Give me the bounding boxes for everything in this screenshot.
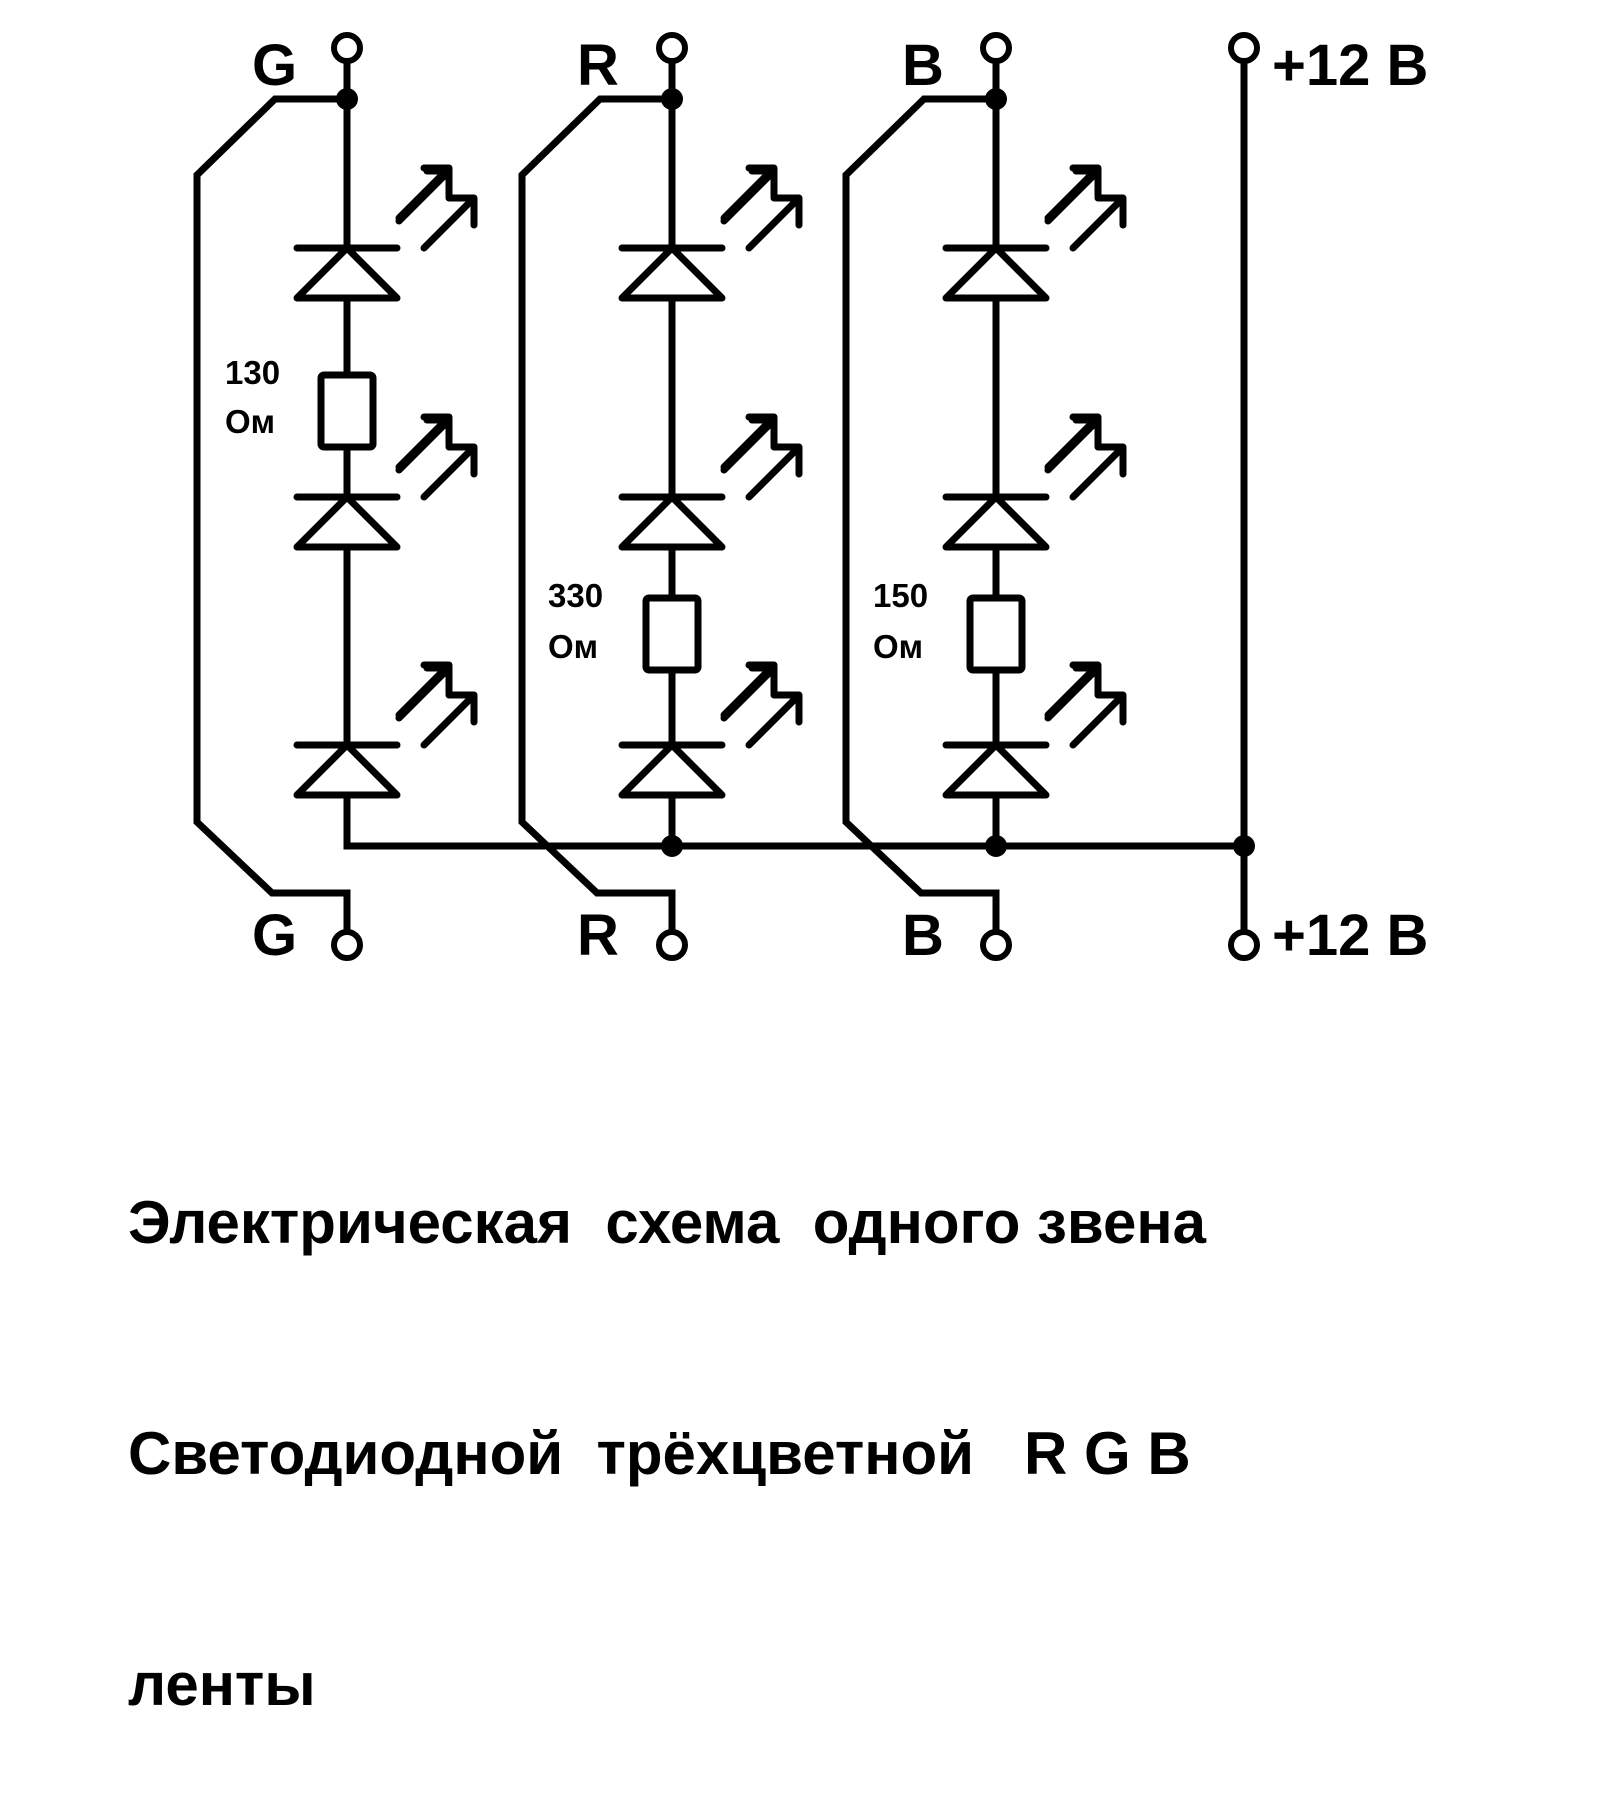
resistor-unit-r: Ом xyxy=(548,628,598,665)
resistor-g xyxy=(317,371,377,451)
wires xyxy=(193,57,1248,936)
terminal-label-b-bottom: B xyxy=(902,903,944,968)
led-r-3 xyxy=(618,661,803,799)
terminal-label-power-top: +12 В xyxy=(1272,33,1428,98)
junction-r-top xyxy=(661,88,683,110)
led-triangle xyxy=(618,741,726,799)
led-g-2 xyxy=(293,413,478,551)
led-triangle xyxy=(293,244,401,302)
terminal-label-power-bottom: +12 В xyxy=(1272,903,1428,968)
light-arrow-2 xyxy=(745,443,803,501)
light-arrow-2 xyxy=(1069,443,1127,501)
terminal-b-bottom xyxy=(980,929,1012,961)
bypass-wire-r xyxy=(518,95,676,936)
bypass-wire-g xyxy=(193,95,351,936)
led-triangle xyxy=(293,493,401,551)
junction-g-top xyxy=(336,88,358,110)
diagram-caption: Электрическая схема одного звена Светоди… xyxy=(128,1030,1206,1800)
terminal-g-bottom xyxy=(331,929,363,961)
light-arrow-1-head xyxy=(395,661,453,719)
terminal-label-g-bottom: G xyxy=(252,903,297,968)
junction-power-bus xyxy=(1233,835,1255,857)
resistor-unit-g: Ом xyxy=(225,403,275,440)
terminal-label-b-top: B xyxy=(902,33,944,98)
junction-b-bus xyxy=(985,835,1007,857)
light-arrow-1-head xyxy=(720,164,778,222)
junction-b-top xyxy=(985,88,1007,110)
components xyxy=(293,32,1260,961)
led-triangle xyxy=(942,244,1050,302)
junction-r-bus xyxy=(661,835,683,857)
terminal-power-bottom xyxy=(1228,929,1260,961)
light-arrow-2 xyxy=(1069,691,1127,749)
light-arrow-1-head xyxy=(720,413,778,471)
led-triangle xyxy=(293,741,401,799)
light-arrow-1-head xyxy=(395,164,453,222)
resistor-unit-b: Ом xyxy=(873,628,923,665)
led-triangle xyxy=(618,493,726,551)
resistor-value-r: 330 xyxy=(548,577,603,614)
light-arrow-1-head xyxy=(720,661,778,719)
labels: G R B +12 В G R B +12 В 130 Ом 330 Ом 15… xyxy=(225,33,1428,968)
bus-wire xyxy=(343,791,1248,850)
terminal-label-r-top: R xyxy=(577,33,619,98)
light-arrow-1-head xyxy=(1044,413,1102,471)
light-arrow-2 xyxy=(1069,194,1127,252)
resistor-value-g: 130 xyxy=(225,354,280,391)
led-triangle xyxy=(618,244,726,302)
caption-line-1: Электрическая схема одного звена xyxy=(128,1189,1206,1256)
light-arrow-2 xyxy=(745,691,803,749)
light-arrow-2 xyxy=(420,443,478,501)
light-arrow-2 xyxy=(420,194,478,252)
led-b-2 xyxy=(942,413,1127,551)
led-g-3 xyxy=(293,661,478,799)
resistor-value-b: 150 xyxy=(873,577,928,614)
terminal-label-g-top: G xyxy=(252,33,297,98)
terminal-label-r-bottom: R xyxy=(577,903,619,968)
terminal-g-top xyxy=(331,32,363,64)
led-b-1 xyxy=(942,164,1127,302)
terminal-b-top xyxy=(980,32,1012,64)
caption-line-3: ленты xyxy=(128,1651,316,1718)
bypass-wire-b xyxy=(842,95,1000,936)
light-arrow-1-head xyxy=(395,413,453,471)
caption-line-2: Светодиодной трёхцветной R G B xyxy=(128,1420,1191,1487)
terminal-power-top xyxy=(1228,32,1260,64)
terminal-r-bottom xyxy=(656,929,688,961)
led-r-2 xyxy=(618,413,803,551)
led-triangle xyxy=(942,741,1050,799)
led-triangle xyxy=(942,493,1050,551)
led-r-1 xyxy=(618,164,803,302)
light-arrow-2 xyxy=(420,691,478,749)
resistor-r xyxy=(642,594,702,674)
terminal-r-top xyxy=(656,32,688,64)
resistor-b xyxy=(966,594,1026,674)
light-arrow-1-head xyxy=(1044,661,1102,719)
light-arrow-2 xyxy=(745,194,803,252)
led-g-1 xyxy=(293,164,478,302)
led-b-3 xyxy=(942,661,1127,799)
rgb-led-strip-schematic: G R B +12 В G R B +12 В 130 Ом 330 Ом 15… xyxy=(193,32,1428,968)
light-arrow-1-head xyxy=(1044,164,1102,222)
